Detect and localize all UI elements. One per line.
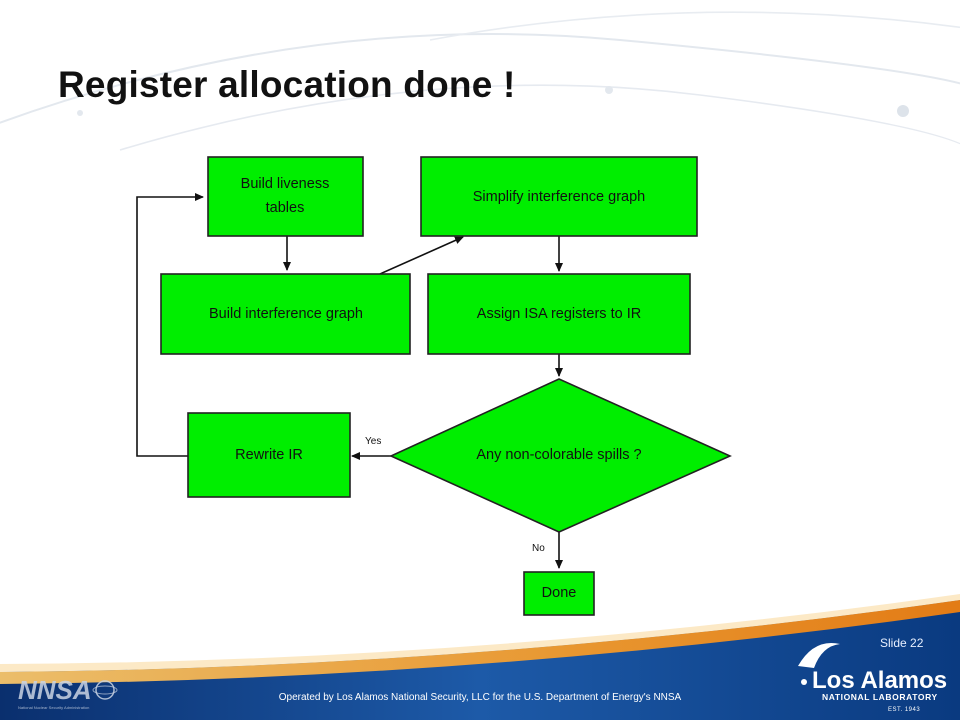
node-build-liveness-label-2: tables (266, 200, 305, 216)
lanl-swoosh-icon (798, 642, 840, 668)
nnsa-logo: NNSA National Nuclear Security Administr… (18, 675, 118, 710)
node-build-liveness (207, 156, 364, 237)
node-decision-label: Any non-colorable spills ? (476, 447, 641, 463)
footer-text: Operated by Los Alamos National Security… (278, 692, 682, 703)
nnsa-logo-text: NNSA (18, 675, 92, 705)
lanl-logo-line2: NATIONAL LABORATORY (822, 692, 938, 702)
node-done-label: Done (542, 585, 577, 601)
node-build-interference (160, 273, 411, 355)
edge-label-yes: Yes (365, 436, 381, 447)
atom-icon (95, 680, 115, 700)
node-done (523, 571, 595, 616)
edge-interference-to-simplify (379, 236, 464, 275)
node-simplify-label: Simplify interference graph (473, 189, 645, 205)
node-decision (389, 378, 732, 533)
node-rewrite-ir-label: Rewrite IR (235, 447, 303, 463)
edge-label-no: No (532, 543, 545, 554)
slide-number: Slide 22 (880, 636, 924, 650)
lanl-logo-line3: EST. 1943 (888, 707, 920, 713)
node-build-liveness-label-1: Build liveness (241, 176, 330, 192)
node-rewrite-ir (187, 412, 351, 498)
node-assign-isa-label: Assign ISA registers to IR (477, 306, 641, 322)
los-alamos-logo: Los Alamos NATIONAL LABORATORY EST. 1943 (798, 642, 947, 713)
edge-rewrite-to-liveness (136, 193, 204, 457)
nnsa-logo-subtext: National Nuclear Security Administration (18, 705, 89, 710)
node-simplify (420, 156, 698, 237)
node-build-interference-label: Build interference graph (209, 306, 363, 322)
page-title: Register allocation done ! (58, 64, 516, 105)
node-assign-isa (427, 273, 691, 355)
lanl-logo-line1: Los Alamos (812, 667, 947, 694)
